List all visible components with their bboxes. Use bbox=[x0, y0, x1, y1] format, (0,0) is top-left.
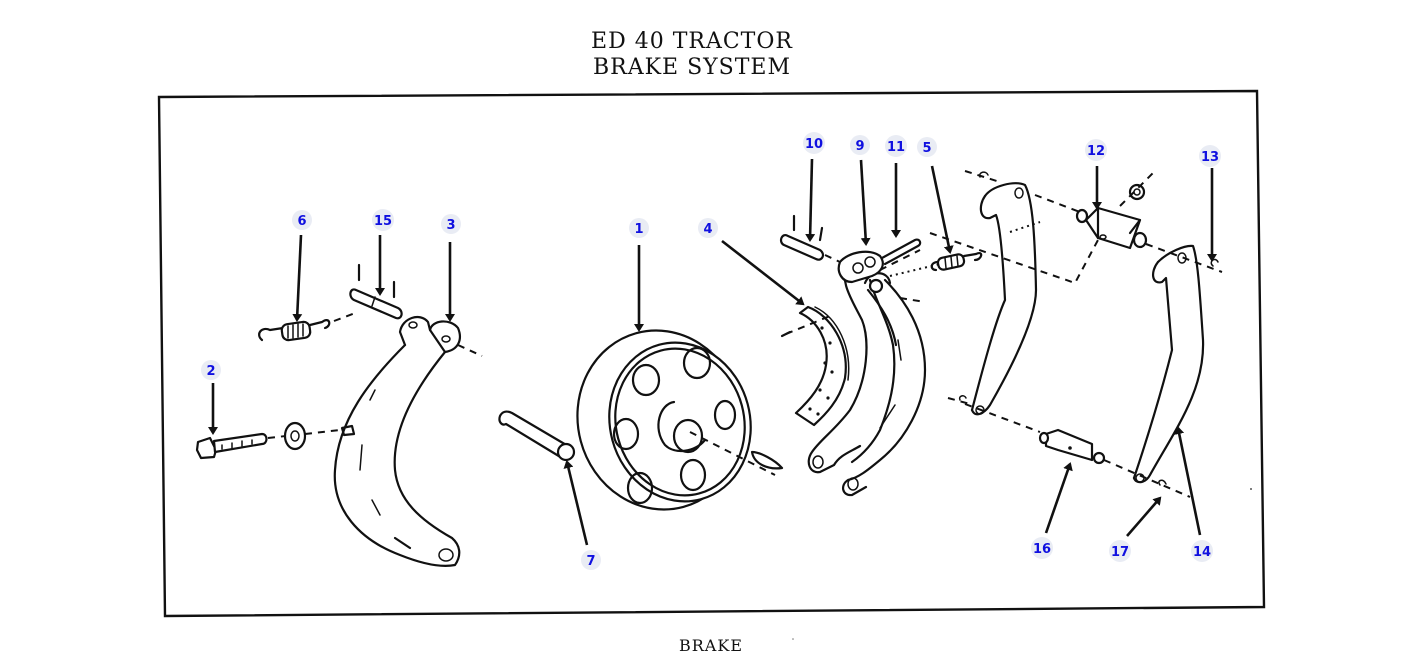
arrow-14 bbox=[1174, 426, 1202, 536]
callout-1-text: 1 bbox=[634, 222, 643, 237]
clevis-pin-part bbox=[880, 238, 922, 266]
callout-label-10[interactable]: 10 bbox=[803, 132, 825, 154]
callout-14-text: 14 bbox=[1193, 545, 1211, 560]
callout-arrows bbox=[208, 158, 1217, 546]
drum-shaft-pin-part bbox=[498, 410, 576, 462]
callout-15-text: 15 bbox=[374, 214, 392, 229]
callout-label-3[interactable]: 3 bbox=[441, 214, 461, 234]
callout-10-text: 10 bbox=[805, 137, 823, 152]
diagram-frame bbox=[157, 89, 1266, 618]
callout-label-2[interactable]: 2 bbox=[201, 360, 221, 380]
arrow-9 bbox=[859, 159, 871, 246]
callout-label-9[interactable]: 9 bbox=[850, 135, 870, 155]
nut-part bbox=[283, 421, 307, 451]
callout-label-1[interactable]: 1 bbox=[629, 218, 649, 238]
speck bbox=[792, 638, 794, 640]
brake-lining-part bbox=[794, 305, 850, 427]
callout-2-text: 2 bbox=[206, 364, 215, 379]
pin-part bbox=[779, 214, 825, 261]
callout-11-text: 11 bbox=[887, 140, 905, 155]
callout-label-13[interactable]: 13 bbox=[1199, 145, 1221, 167]
callout-label-11[interactable]: 11 bbox=[885, 135, 907, 157]
callout-3-text: 3 bbox=[446, 218, 455, 233]
speck bbox=[1250, 488, 1252, 490]
arrow-6 bbox=[292, 234, 303, 322]
arrow-10 bbox=[805, 158, 816, 242]
callout-6-text: 6 bbox=[297, 214, 306, 229]
callout-label-12[interactable]: 12 bbox=[1085, 139, 1107, 161]
callout-9-text: 9 bbox=[855, 139, 864, 154]
callout-label-7[interactable]: 7 bbox=[581, 550, 601, 570]
pivot-block-part bbox=[1075, 183, 1148, 250]
diagram-title-line-1: ED 40 TRACTOR bbox=[591, 29, 793, 54]
callout-label-6[interactable]: 6 bbox=[292, 210, 312, 230]
callout-label-4[interactable]: 4 bbox=[698, 218, 718, 238]
arrow-4 bbox=[721, 239, 805, 306]
callout-17-text: 17 bbox=[1111, 545, 1129, 560]
callout-label-14[interactable]: 14 bbox=[1191, 540, 1213, 562]
callout-label-17[interactable]: 17 bbox=[1109, 540, 1131, 562]
brake-pedal-lever-part bbox=[1132, 244, 1205, 484]
brake-drum-part bbox=[576, 329, 752, 511]
brake-shoe-right-part bbox=[807, 260, 927, 497]
callout-5-text: 5 bbox=[922, 141, 931, 156]
diagram-title-line-2: BRAKE SYSTEM bbox=[592, 55, 792, 80]
adjusting-bolt-part bbox=[195, 432, 268, 460]
callout-7-text: 7 bbox=[586, 554, 595, 569]
callout-label-5[interactable]: 5 bbox=[917, 137, 937, 157]
arrow-5 bbox=[930, 165, 954, 254]
callout-12-text: 12 bbox=[1087, 144, 1105, 159]
woodruff-key-part bbox=[750, 450, 784, 470]
diagram-caption: BRAKE bbox=[679, 636, 743, 655]
pivot-shaft-part bbox=[1038, 428, 1106, 465]
callout-16-text: 16 bbox=[1033, 542, 1051, 557]
link-clevis-part bbox=[837, 250, 884, 284]
callout-4-text: 4 bbox=[703, 222, 712, 237]
spring-part bbox=[930, 252, 983, 272]
arrow-16 bbox=[1044, 462, 1073, 534]
shoe-pin-part bbox=[349, 263, 403, 320]
arrow-7 bbox=[563, 460, 589, 546]
callout-13-text: 13 bbox=[1201, 150, 1219, 165]
brake-shoe-left-part bbox=[333, 315, 462, 567]
callout-label-15[interactable]: 15 bbox=[372, 209, 394, 231]
arrow-17 bbox=[1126, 496, 1162, 537]
pedal-lever-left-part bbox=[970, 182, 1038, 416]
callout-label-16[interactable]: 16 bbox=[1031, 537, 1053, 559]
return-spring-part bbox=[258, 319, 331, 342]
